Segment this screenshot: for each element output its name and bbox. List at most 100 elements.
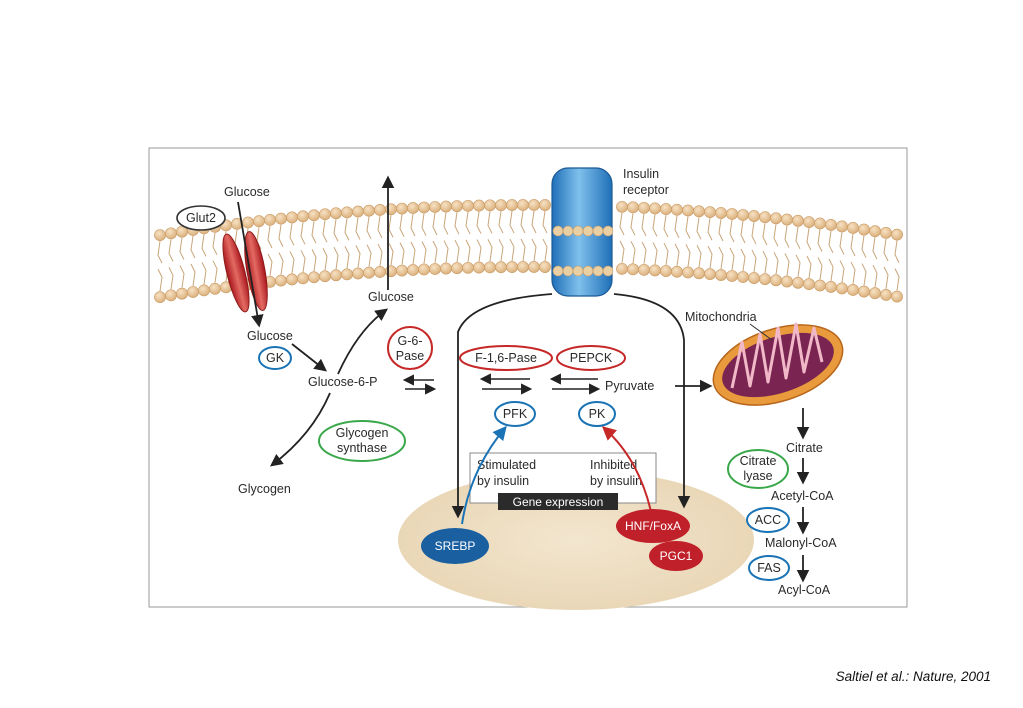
lipid-head [627, 201, 639, 214]
lipid-head [562, 265, 574, 277]
lipid-tail [498, 211, 504, 262]
lipid-head [682, 266, 694, 279]
lipid-head [385, 265, 397, 278]
lipid-tail [267, 225, 273, 276]
lipid-tail [476, 211, 482, 262]
lipid-head [616, 262, 628, 275]
lipid-head [517, 199, 529, 211]
lipid-head [484, 199, 496, 212]
pyruvate-label: Pyruvate [605, 379, 654, 393]
lipid-head [396, 264, 408, 277]
glycogen-synthase-label-line2: synthase [337, 441, 387, 455]
lipid-head [682, 204, 694, 217]
gk-label: GK [266, 351, 285, 365]
lipid-tail [850, 233, 856, 285]
lipid-tail [542, 210, 548, 262]
lipid-tail [344, 218, 350, 269]
pgc1-factor [649, 541, 703, 571]
lipid-head [638, 263, 650, 276]
lipid-head [891, 228, 903, 241]
lipid-head [880, 288, 892, 301]
lipid-tail [861, 235, 867, 286]
lipid-tail [377, 215, 383, 267]
lipid-head [781, 275, 793, 288]
insulin-receptor-label-line2: receptor [623, 183, 669, 197]
lipid-tail [465, 211, 471, 262]
citation: Saltiel et al.: Nature, 2001 [835, 669, 991, 684]
lipid-head [552, 225, 564, 237]
glucose-uptake-arrow [237, 201, 264, 328]
lipid-tail [322, 220, 328, 271]
lipid-head [473, 199, 485, 212]
lipid-head [286, 273, 298, 286]
lipid-head [582, 265, 594, 277]
citrate-lyase-ring [727, 449, 789, 489]
lipid-tail [883, 238, 889, 289]
lipid-tail [817, 229, 823, 280]
lipid-head [308, 271, 320, 284]
srebp-stimulation-arrow [461, 425, 507, 525]
lipid-tail [355, 217, 361, 268]
lipid-tail [212, 232, 218, 283]
lipid-head [660, 203, 672, 215]
pfk-label: PFK [503, 407, 528, 421]
f16pase-ring [459, 345, 553, 371]
lipid-head [803, 278, 815, 291]
lipid-head [552, 265, 564, 277]
glut2-transporter [222, 231, 268, 313]
lipid-head [814, 217, 826, 230]
lipid-head [165, 227, 177, 240]
glucose-release-arrow [337, 308, 389, 375]
lipid-tail [388, 215, 394, 266]
citrate-lyase-label-line1: Citrate [740, 454, 777, 468]
lipid-head [264, 213, 276, 226]
lipid-tail [795, 226, 801, 277]
lipid-head [704, 268, 716, 281]
lipid-head [363, 266, 375, 279]
lipid-tail [333, 219, 339, 270]
lipid-head [451, 262, 463, 275]
lipid-tail [168, 239, 174, 290]
pfk-ring [494, 401, 536, 427]
lipid-head [528, 261, 540, 273]
pk-ring [578, 401, 616, 427]
lipid-tail [674, 215, 680, 266]
lipid-tail [828, 230, 834, 282]
lipid-tail [366, 216, 372, 267]
g6pase-label-line2: Pase [396, 349, 425, 363]
lipid-tail [300, 222, 306, 273]
cell-membrane [154, 199, 903, 304]
lipid-head [506, 199, 518, 211]
lipid-tail [784, 225, 790, 276]
lipid-head [297, 272, 309, 285]
lipid-head [495, 199, 507, 212]
lipid-head [385, 203, 397, 216]
lipid-tail [630, 213, 636, 264]
insulin-receptor-label-line1: Insulin [623, 167, 659, 181]
lipid-head [638, 201, 650, 214]
lipid-tail [663, 214, 669, 266]
lipid-head [484, 261, 496, 274]
lipid-head [649, 264, 661, 277]
lipid-tail [707, 218, 713, 269]
lipid-head [814, 279, 826, 292]
lipid-tail [729, 219, 735, 271]
glycogen-arrow [269, 392, 331, 467]
gene-expression-bar [498, 493, 618, 510]
lipid-tail [399, 214, 405, 265]
lipid-head [297, 210, 309, 223]
citrate-label: Citrate [786, 441, 823, 455]
inhibited-label-line2: by insulin [590, 474, 642, 488]
inhibited-label-line1: Inhibited [590, 458, 637, 472]
lipid-head [759, 273, 771, 286]
stimulated-label-line1: Stimulated [477, 458, 536, 472]
lipid-head [858, 223, 870, 236]
lipid-head [836, 220, 848, 233]
glycogen-synthase-ring [318, 420, 406, 462]
lipid-head [539, 199, 551, 211]
lipid-head [858, 285, 870, 298]
hnf-foxa-factor [616, 509, 690, 543]
lipid-head [770, 274, 782, 287]
receptor-signal-right [613, 293, 691, 509]
